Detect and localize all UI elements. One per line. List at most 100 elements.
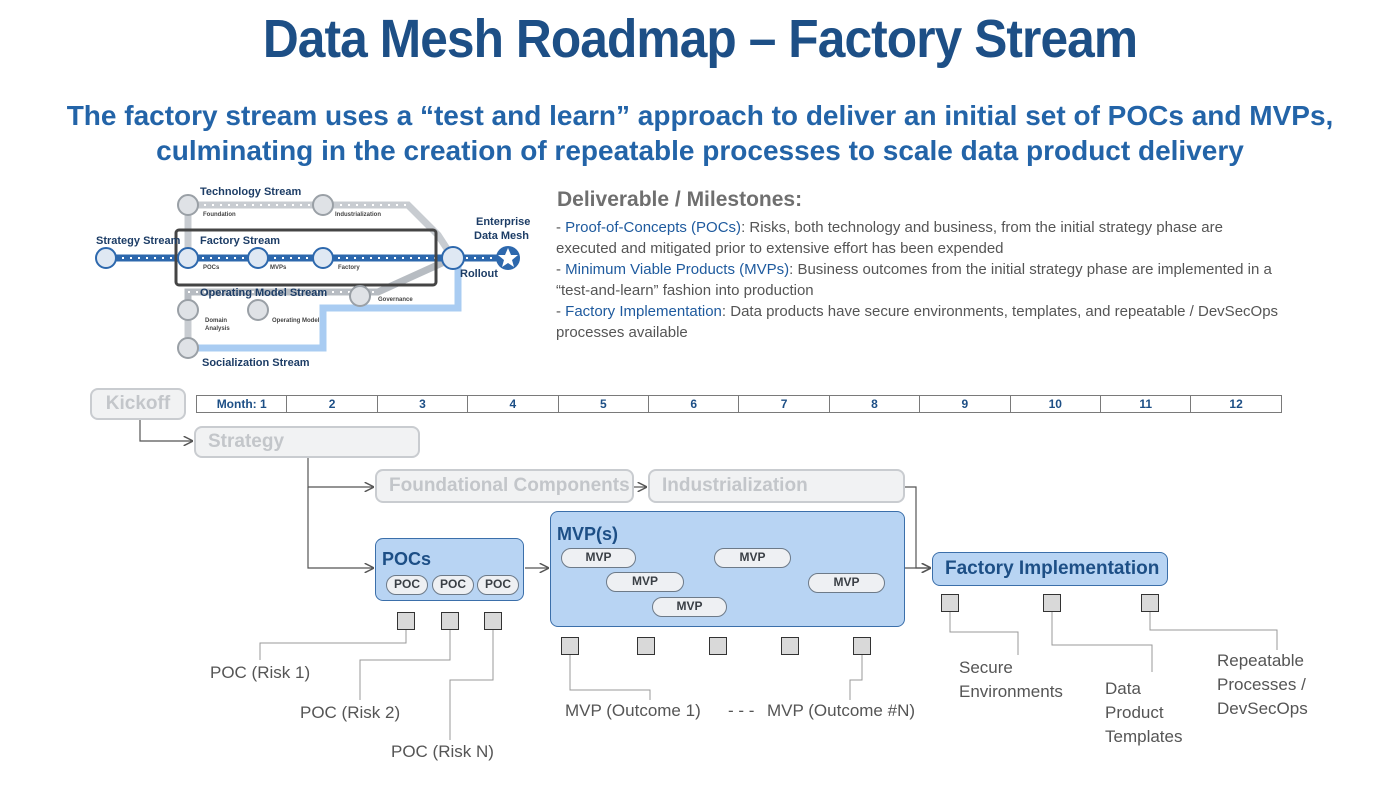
station-socialization	[177, 337, 199, 359]
metro-enterprise: Enterprise	[476, 216, 531, 228]
deliverable-mvps-highlight: Minimum Viable Products (MVPs)	[565, 261, 790, 278]
socialization-line	[188, 260, 462, 352]
mvp-pill: MVP	[606, 572, 684, 592]
poc-pill: POC	[432, 575, 474, 595]
deliverable-square	[637, 637, 655, 655]
deliverable-item: - Minimum Viable Products (MVPs): Busine…	[556, 259, 1286, 301]
deliverable-square	[484, 612, 502, 630]
metro-analysis: Analysis	[205, 326, 230, 332]
arrow-kickoff-strategy	[139, 418, 192, 441]
metro-rollout: Rollout	[460, 268, 498, 280]
mvps-title: MVP(s)	[557, 524, 619, 544]
metro-factory-stream: Factory Stream	[200, 235, 281, 247]
metro-domain: Domain	[205, 318, 228, 324]
deliverable-pocs-highlight: Proof-of-Concepts (POCs)	[565, 219, 742, 236]
month-cell: 5	[557, 395, 649, 413]
deliverable-item: - Proof-of-Concepts (POCs): Risks, both …	[556, 217, 1286, 259]
month-cell: 7	[738, 395, 830, 413]
station-governance	[349, 285, 371, 307]
deliverable-square	[1141, 594, 1159, 612]
metro-strategy-stream: Strategy Stream	[96, 235, 181, 247]
page-title: Data Mesh Roadmap – Factory Stream	[262, 9, 1138, 69]
kickoff-box: Kickoff	[90, 388, 186, 420]
leader-repeatable	[1149, 612, 1278, 650]
output-poc-risk-n: POC (Risk N)	[391, 742, 494, 761]
bullet-dash: -	[556, 261, 566, 278]
output-line: Templates	[1105, 727, 1183, 746]
metro-pocs: POCs	[203, 265, 220, 271]
deliverable-square	[561, 637, 579, 655]
station-strategy	[95, 247, 117, 269]
pocs-title: POCs	[382, 549, 432, 569]
arrow-strategy-pocs	[307, 487, 373, 568]
output-line: Data	[1105, 679, 1141, 698]
output-dashes: - - -	[728, 701, 755, 720]
month-cell: 3	[376, 395, 469, 413]
mvp-pill: MVP	[561, 548, 636, 568]
pocs-box: POCs POC POC POC	[375, 538, 524, 601]
leader-data-templates	[1051, 612, 1153, 672]
poc-pill: POC	[386, 575, 428, 595]
metro-operating-model-stream: Operating Model Stream	[200, 287, 328, 299]
mvp-pill: MVP	[714, 548, 791, 568]
foundational-components-box: Foundational Components	[375, 469, 634, 503]
deliverables-heading: Deliverable / Milestones:	[557, 188, 803, 211]
bullet-dash: -	[556, 219, 566, 236]
month-cell: 12	[1190, 395, 1282, 413]
output-line: Repeatable	[1217, 651, 1304, 670]
deliverable-square	[853, 637, 871, 655]
deliverable-square	[709, 637, 727, 655]
month-cell: 8	[828, 395, 921, 413]
station-industrialization	[312, 194, 334, 216]
station-rollout	[441, 246, 465, 270]
station-domain-analysis	[177, 299, 199, 321]
deliverable-square	[441, 612, 459, 630]
metro-mvps: MVPs	[270, 265, 287, 271]
metro-data-mesh: Data Mesh	[474, 230, 530, 242]
station-foundation	[177, 194, 199, 216]
factory-stream-highlight	[174, 228, 438, 287]
deliverable-item: - Factory Implementation: Data products …	[556, 301, 1286, 343]
output-poc-risk-1: POC (Risk 1)	[210, 663, 311, 682]
deliverable-square	[941, 594, 959, 612]
output-mvp-outcome-n: MVP (Outcome #N)	[767, 701, 916, 720]
leader-poc-risk-1	[259, 630, 407, 660]
factory-implementation-box: Factory Implementation	[932, 552, 1168, 586]
output-line: Secure	[959, 658, 1013, 677]
leader-mvp-outcome-n	[849, 655, 863, 700]
leader-poc-risk-n	[449, 630, 494, 740]
output-line: DevSecOps	[1217, 699, 1308, 718]
station-mvps	[247, 247, 269, 269]
metro-industrialization: Industrialization	[335, 212, 382, 218]
month-cell: 4	[467, 395, 559, 413]
mvp-pill: MVP	[652, 597, 727, 617]
bullet-dash: -	[556, 303, 566, 320]
output-line: Processes /	[1217, 675, 1306, 694]
metro-operating-model: Operating Model	[272, 318, 320, 324]
month-cell: 9	[919, 395, 1011, 413]
poc-pill: POC	[477, 575, 519, 595]
subtitle-line-1: The factory stream uses a “test and lear…	[66, 100, 1334, 131]
station-pocs	[177, 247, 199, 269]
month-cell: 6	[648, 395, 740, 413]
metro-technology-stream: Technology Stream	[200, 186, 302, 198]
output-line: Product	[1105, 703, 1164, 722]
output-poc-risk-2: POC (Risk 2)	[300, 703, 401, 722]
month-cell: 11	[1100, 395, 1192, 413]
output-secure-environments: Secure Environments	[959, 656, 1063, 704]
industrialization-box: Industrialization	[648, 469, 905, 503]
month-cell: 2	[286, 395, 378, 413]
mvp-pill: MVP	[808, 573, 885, 593]
deliverable-factory-text: : Data products have secure environments…	[556, 303, 1279, 341]
deliverable-pocs-text: : Risks, both technology and business, f…	[556, 219, 1223, 257]
month-cell: 10	[1009, 395, 1101, 413]
metro-governance: Governance	[378, 297, 413, 303]
station-factory	[312, 247, 334, 269]
mvps-box: MVP(s)	[550, 511, 905, 627]
output-repeatable-processes: Repeatable Processes / DevSecOps	[1217, 649, 1308, 721]
month-cell: Month: 1	[196, 395, 288, 413]
deliverable-factory-highlight: Factory Implementation	[565, 303, 722, 320]
metro-map	[95, 194, 520, 359]
deliverable-square	[1043, 594, 1061, 612]
metro-factory: Factory	[338, 265, 360, 271]
